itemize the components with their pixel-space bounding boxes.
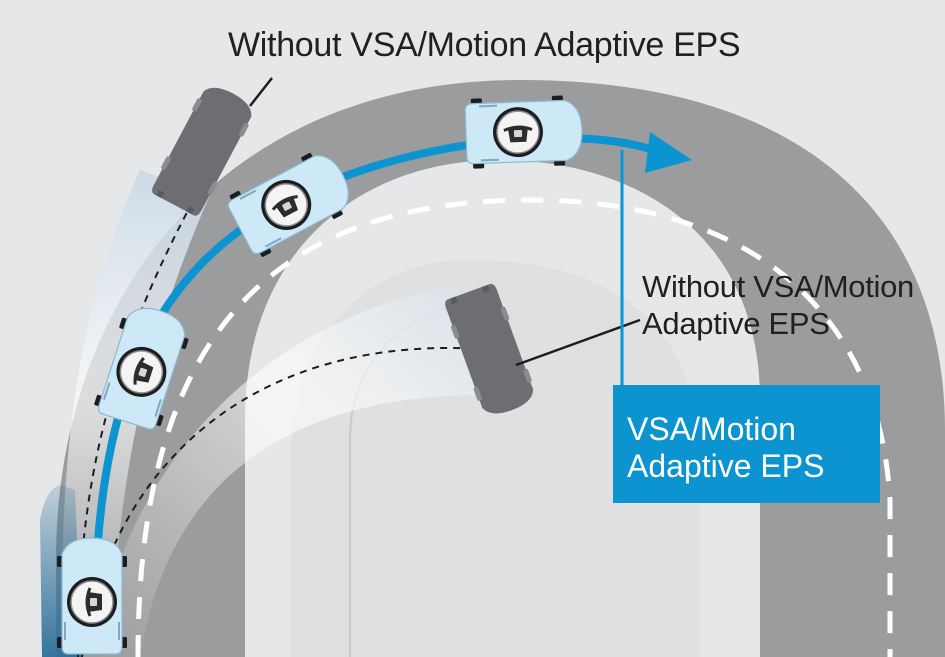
vsa-label-box: VSA/Motion Adaptive EPS (613, 385, 880, 503)
vsa-label-line1: VSA/Motion (627, 411, 796, 447)
label-without-vsa-mid-line1: Without VSA/Motion (642, 269, 914, 304)
label-without-vsa-top: Without VSA/Motion Adaptive EPS (228, 26, 741, 64)
label-without-vsa-mid-line2: Adaptive EPS (642, 306, 830, 341)
vsa-path-arrowhead (645, 132, 692, 173)
vsa-label-line2: Adaptive EPS (627, 448, 825, 484)
lane-marking (135, 197, 893, 657)
vsa-label-text: VSA/Motion Adaptive EPS (627, 411, 824, 485)
car-with-vsa-1 (55, 536, 129, 656)
car-with-vsa-4 (463, 93, 585, 171)
label-without-vsa-mid: Without VSA/Motion Adaptive EPS (642, 268, 914, 342)
